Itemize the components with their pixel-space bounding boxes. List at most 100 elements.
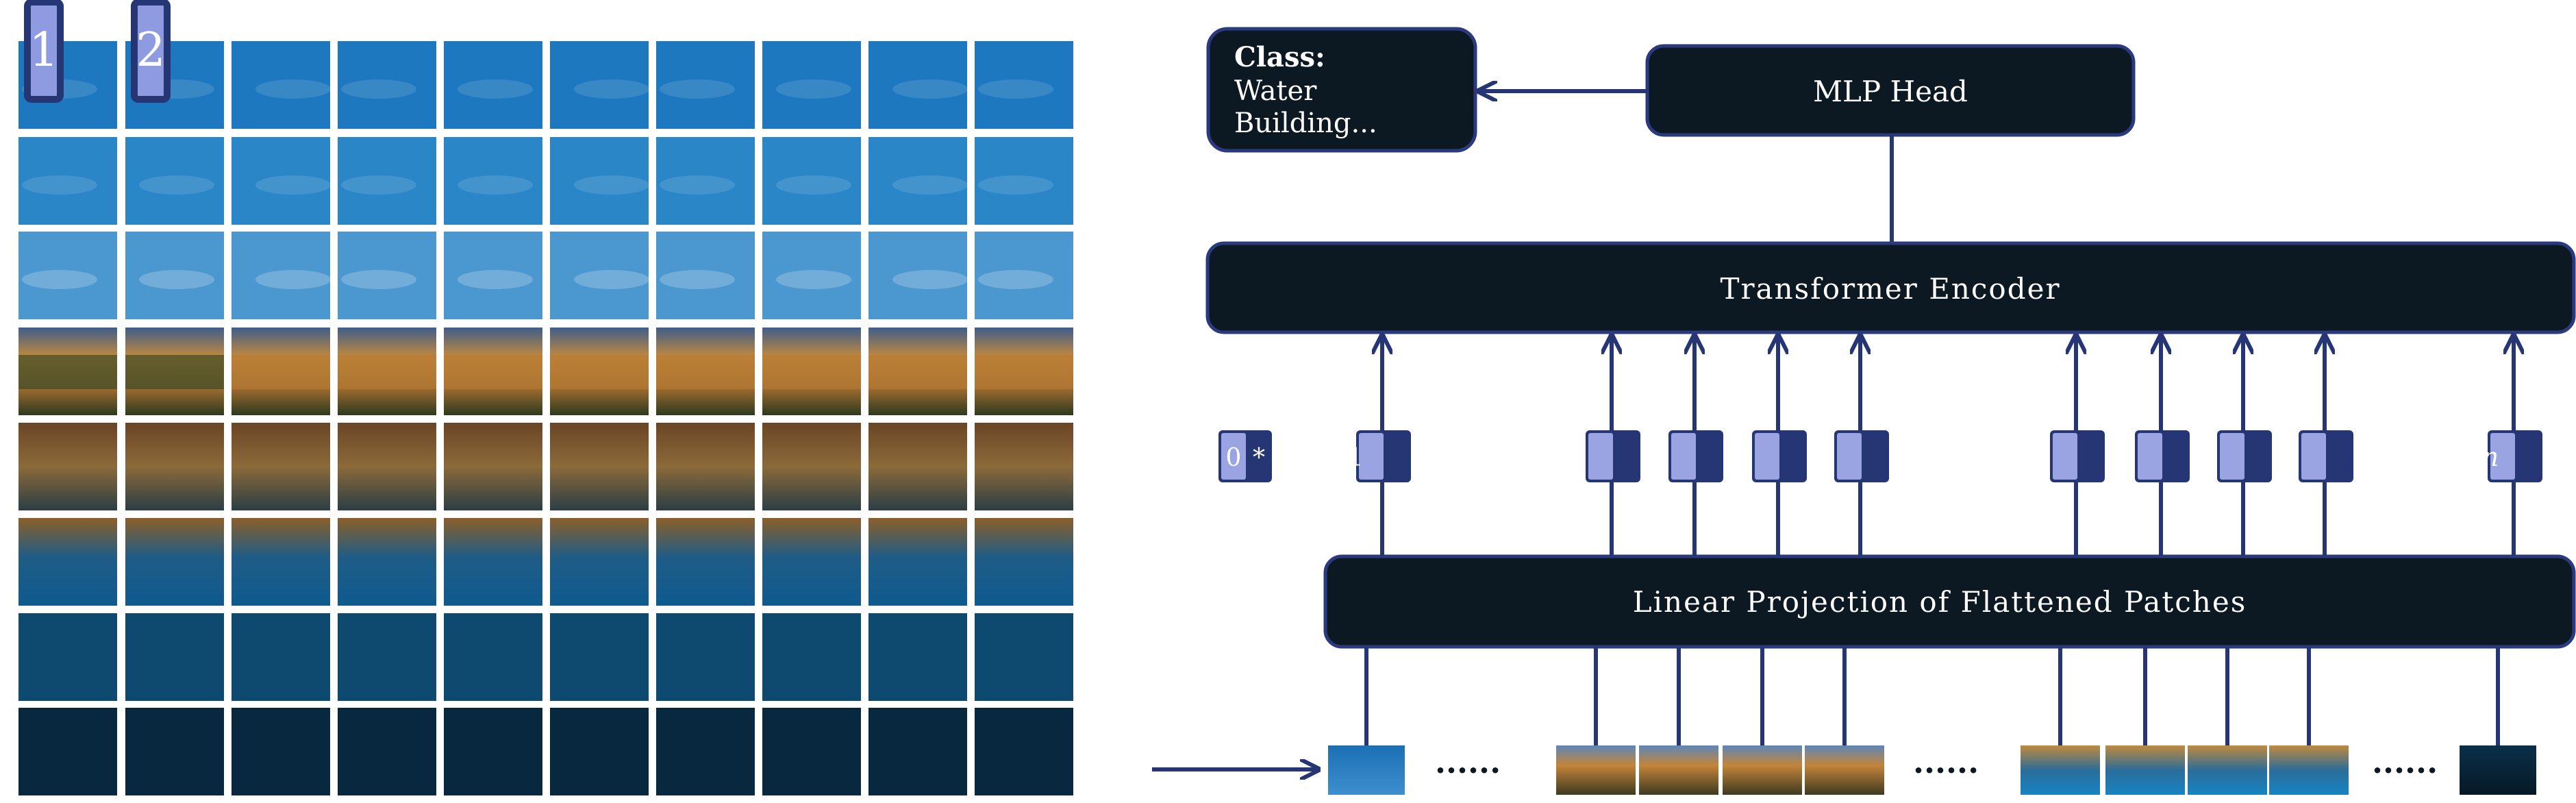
patch-cloud-detail [892,270,968,289]
image-patch [975,137,1073,225]
image-patch [232,137,330,225]
embedding-token-light-half [2053,433,2077,480]
image-patch [975,518,1073,606]
image-patch [868,423,967,510]
image-patch [762,137,861,225]
image-patch [444,708,542,795]
linear-projection-label: Linear Projection of Flattened Patches [1633,585,2247,619]
flattened-patch-thumbnail [1639,745,1718,795]
image-patch [338,613,436,701]
patch-building-detail [18,355,117,389]
image-patch [868,232,967,319]
image-patch [550,423,649,510]
image-patch [338,423,436,510]
image-patch [232,41,330,129]
patch-cloud-detail [458,270,533,289]
flattened-patch-thumbnail [2105,745,2185,795]
mlp-head-label: MLP Head [1813,75,1968,108]
flattened-patch-thumbnail [1556,745,1636,795]
flattened-patch-thumbnail [1328,745,1405,795]
image-patch [868,708,967,795]
patch-cloud-detail [139,270,214,289]
patch-cloud-detail [341,175,416,195]
image-patch [232,518,330,606]
embedding-token-light-half [2490,433,2515,480]
patch-number-tag: 1 [24,0,64,103]
patch-cloud-detail [892,175,968,195]
image-patch [338,41,436,129]
linear-projection-box [1323,554,2576,649]
image-patch [125,137,224,225]
embedding-token-light-half [1359,433,1384,480]
image-patch [762,613,861,701]
image-patch [232,613,330,701]
image-patch [338,232,436,319]
image-patch [444,613,542,701]
ellipsis-3: ...... [2372,743,2438,780]
image-patch [656,708,755,795]
patch-cloud-detail [892,79,968,99]
image-patch [656,613,755,701]
image-patch [18,232,117,319]
image-patch [444,41,542,129]
patch-cloud-detail [458,175,533,195]
image-patch [18,613,117,701]
image-patch [550,232,649,319]
image-patch [18,423,117,510]
embedding-token-light-half [1837,433,1862,480]
patch-building-detail [868,355,967,389]
patch-cloud-detail [458,79,533,99]
image-patch [656,232,755,319]
patch-cloud-detail [574,175,649,195]
image-patch [444,423,542,510]
patch-cloud-detail [776,79,851,99]
image-patch [232,708,330,795]
patch-label-2: 2 [136,23,165,77]
image-patch [125,708,224,795]
image-patch [975,708,1073,795]
image-patch [550,518,649,606]
patch-label-1: 1 [29,23,58,77]
patch-cloud-detail [660,270,735,289]
output-class-title: Class: [1234,41,1325,73]
patch-cloud-detail [574,79,649,99]
image-patch [125,423,224,510]
class-token-star: * [1253,444,1265,472]
flattened-patch-thumbnail [1805,745,1884,795]
image-patch [125,232,224,319]
image-patch [656,137,755,225]
image-patch [868,613,967,701]
image-patch [444,518,542,606]
image-patch [762,232,861,319]
image-patch [868,518,967,606]
image-patch [18,518,117,606]
flattened-patch-thumbnail [2188,745,2267,795]
image-patch [868,137,967,225]
patch-building-detail [550,355,649,389]
patch-building-detail [125,355,224,389]
class-token: 0 * [1218,430,1272,482]
patch-cloud-detail [776,270,851,289]
embedding-token-light-half [1755,433,1779,480]
image-patch [550,41,649,129]
image-patch [338,708,436,795]
patch-cloud-detail [255,175,331,195]
patch-cloud-detail [978,79,1053,99]
image-patch [656,423,755,510]
class-token-index: 0 [1226,444,1242,472]
patch-cloud-detail [255,270,331,289]
output-class-line2: Building... [1234,108,1377,139]
image-patch [338,518,436,606]
patch-cloud-detail [978,270,1053,289]
embedding-token-light-half [2301,433,2326,480]
image-patch [762,41,861,129]
patch-cloud-detail [574,270,649,289]
image-patch [550,137,649,225]
image-patch [656,518,755,606]
embedding-token-light-half [2220,433,2244,480]
flattened-patch-thumbnail [2021,745,2100,795]
patch-cloud-detail [22,270,97,289]
patch-cloud-detail [776,175,851,195]
patch-cloud-detail [139,175,214,195]
image-patch [125,518,224,606]
